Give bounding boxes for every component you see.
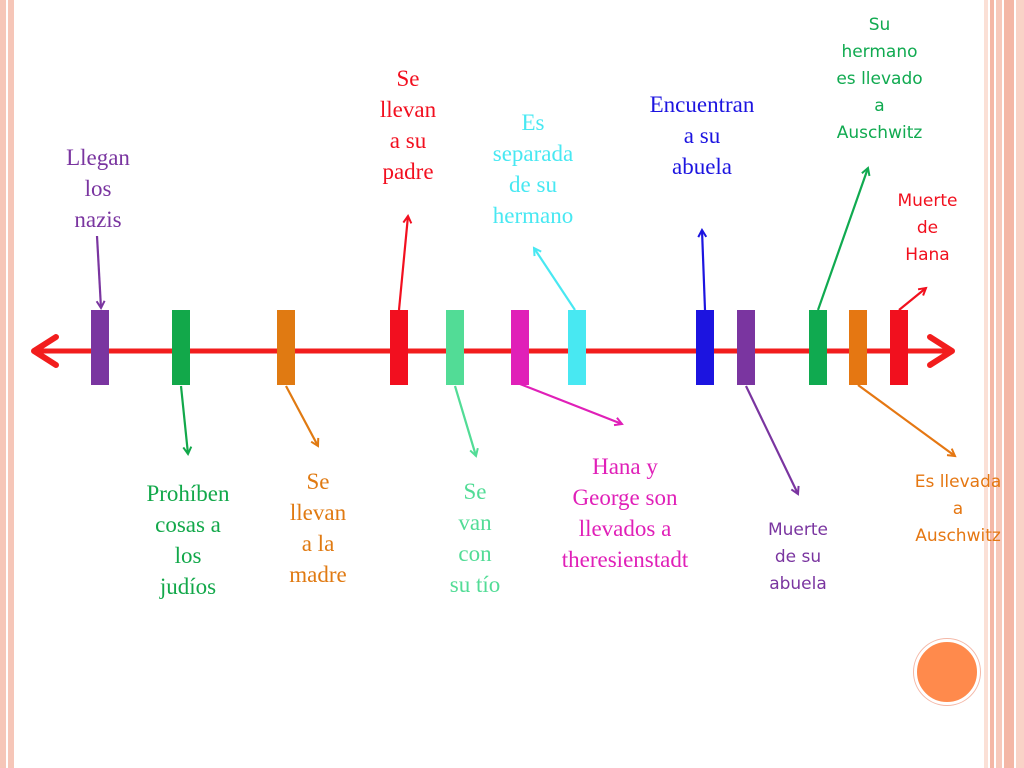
label-line: Es [521,110,545,135]
label-line: a su [389,128,427,153]
marker-padre [390,310,408,385]
marker-abuela [696,310,714,385]
label-line: Muerte [897,191,958,211]
label-line: Encuentran [649,92,755,117]
label-line: Prohíben [146,481,230,506]
label-line: es llevado [836,69,923,89]
arrow-prohiben [179,385,188,454]
label-line: Se [306,469,330,494]
timeline-markers [91,310,908,385]
marker-prohiben [172,310,190,385]
label-line: a [874,96,885,116]
arrow-theresienstadt [519,382,622,424]
label-line: su tío [449,572,501,597]
marker-llegan-nazis [91,310,109,385]
label-tio: Se van con su tío [425,476,525,600]
label-line: de su [509,172,557,197]
label-line: a la [301,531,335,556]
label-line: padre [382,159,434,184]
label-line: Muerte [767,520,828,540]
label-prohiben: Prohíben cosas a los judíos [128,478,248,602]
label-padre: Se llevan a su padre [358,63,458,187]
label-line: hermano [841,42,918,62]
arrow-muerte-abuela [745,385,798,494]
arrow-abuela [702,230,705,311]
axis-right-arrowhead [927,334,955,368]
pointer-arrows [97,168,955,494]
label-encuentran-abuela: Encuentran a su abuela [622,89,782,182]
label-separada: Es separada de su hermano [473,107,593,231]
label-line: madre [289,562,347,587]
arrow-llevada-auschwitz [857,384,955,456]
label-line: de su [774,547,822,567]
label-line: con [458,541,492,566]
label-line: Es llevada [914,472,1002,492]
arrow-madre [285,385,318,446]
label-line: llevados a [578,516,672,541]
label-line: separada [492,141,574,166]
marker-muerte-abuela [737,310,755,385]
label-line: los [84,176,112,201]
arrow-padre [397,216,408,311]
label-line: Auschwitz [915,526,1001,546]
label-line: George son [572,485,678,510]
label-line: Auschwitz [836,123,923,143]
marker-hermano-auschwitz [809,310,827,385]
marker-tio [446,310,464,385]
label-line: Se [396,66,420,91]
marker-theresienstadt [511,310,529,385]
label-line: hermano [492,203,574,228]
label-line: judíos [159,574,217,599]
label-line: Hana y [592,454,658,479]
label-line: van [458,510,492,535]
arrow-llegan-nazis [97,235,101,308]
right-decorative-border [984,0,1024,768]
marker-madre [277,310,295,385]
label-line: nazis [74,207,122,232]
label-line: los [174,543,202,568]
label-line: Su [868,15,891,35]
label-theresienstadt: Hana y George son llevados a theresienstadt [530,451,720,575]
left-decorative-border [0,0,14,768]
axis-left-arrowhead [31,334,59,368]
label-madre: Se llevan a la madre [268,466,368,590]
label-line: theresienstadt [561,547,689,572]
label-line: abuela [671,154,732,179]
label-line: de [916,218,939,238]
label-line: llevan [289,500,347,525]
marker-llevada-auschwitz [849,310,867,385]
label-line: a su [683,123,721,148]
arrow-hermano-auschwitz [816,168,868,311]
arrow-tio [453,385,476,456]
label-line: Llegan [66,145,130,170]
label-line: Se [463,479,487,504]
label-muerte-abuela: Muerte de su abuela [748,517,848,598]
label-line: llevan [379,97,437,122]
label-llegan-nazis: Llegan los nazis [48,142,148,235]
marker-muerte-hana [890,310,908,385]
arrow-muerte-hana [898,288,926,311]
decorative-orange-circle [914,639,980,705]
arrow-separada [534,248,576,311]
label-line: cosas a [155,512,221,537]
label-line: Hana [905,245,950,265]
label-line: abuela [769,574,827,594]
marker-separada [568,310,586,385]
label-line: a [952,499,964,519]
